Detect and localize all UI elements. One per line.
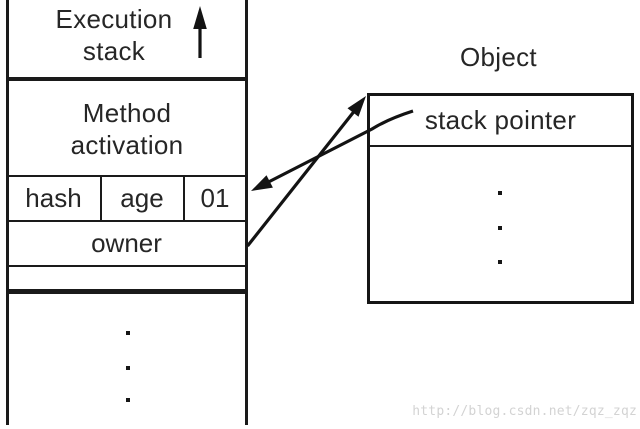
owner-bottom-border [6, 264, 248, 267]
stack-pointer-cell: stack pointer [370, 96, 631, 147]
stack-divider-thick-top [6, 76, 248, 81]
stack-right-border [245, 0, 248, 425]
field-row-bottom-border [6, 219, 248, 222]
method-activation-bottom-border [6, 174, 248, 177]
owner-to-object-arrow-icon [246, 96, 366, 247]
method-activation-cell: Method activation [70, 98, 184, 160]
stack-left-border [6, 0, 9, 425]
field-cell-01: 01 [200, 183, 230, 213]
field-cell-age: age [120, 183, 164, 213]
object-title: Object [460, 42, 537, 72]
object-box: stack pointer [367, 93, 634, 304]
field-cell-hash: hash [25, 183, 82, 213]
stack-divider-thick-bottom [6, 288, 248, 294]
owner-cell: owner [91, 228, 162, 258]
stack-ellipsis-dot [126, 331, 130, 335]
execution-stack-title: Execution stack [55, 4, 173, 66]
field-divider-2 [182, 176, 185, 220]
stack-ellipsis-dot [126, 366, 130, 370]
field-divider-1 [99, 176, 102, 220]
object-ellipsis-dot [498, 226, 502, 230]
watermark-text: http://blog.csdn.net/zqz_zqz [412, 404, 637, 419]
object-ellipsis-dot [498, 191, 502, 195]
object-ellipsis-dot [498, 260, 502, 264]
stack-ellipsis-dot [126, 398, 130, 402]
